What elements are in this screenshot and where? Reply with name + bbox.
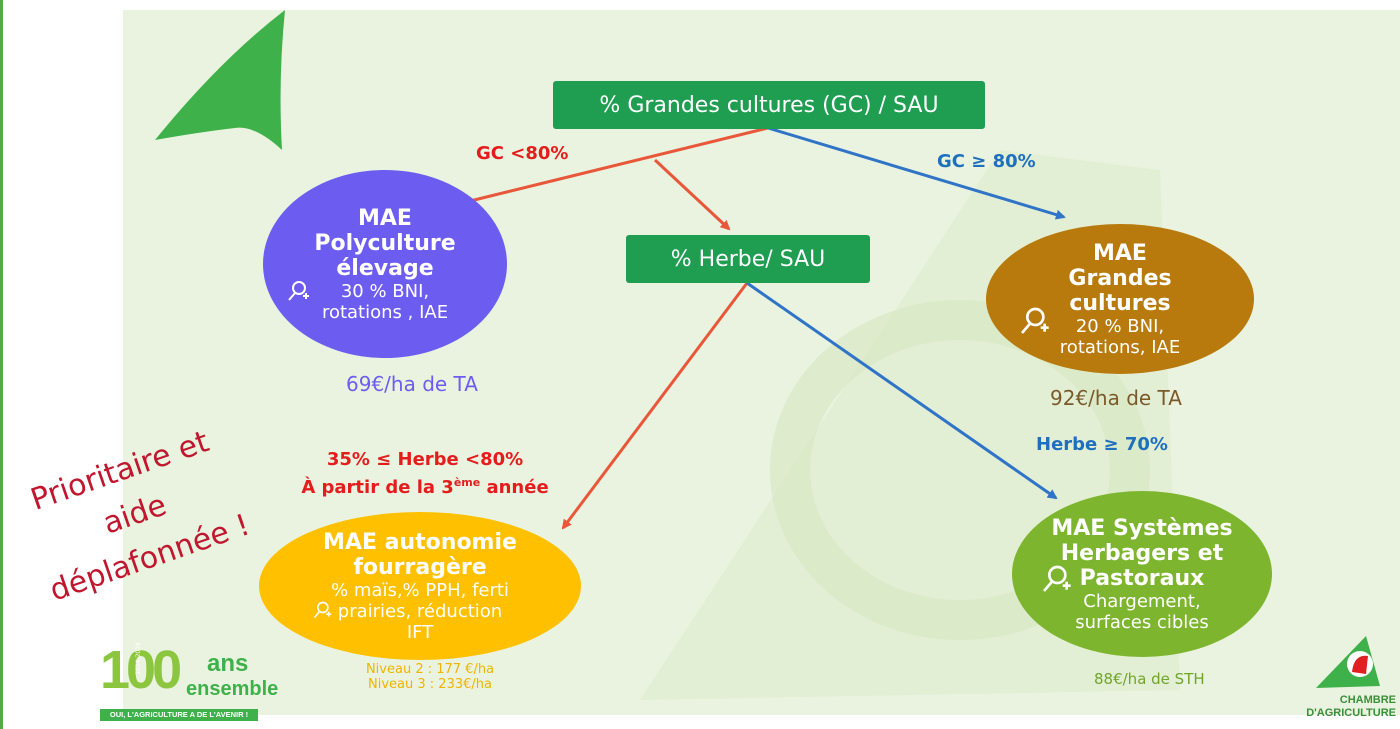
herbe-decision-box: % Herbe/ SAU xyxy=(626,235,870,283)
edge-label-gc-low: GC <80% xyxy=(476,143,569,164)
logo-years: 1924-2024 xyxy=(134,642,142,675)
autonomie-detail-2: prairies, réduction xyxy=(337,600,503,622)
chambre-logo-icon xyxy=(1316,636,1380,688)
search-plus-icon xyxy=(1042,565,1071,592)
arrow-gc-to-polyculture xyxy=(460,126,769,206)
prioritaire-stamp: Prioritaire et aide déplafonnée ! xyxy=(0,406,285,624)
root-decision-box: % Grandes cultures (GC) / SAU xyxy=(553,81,985,129)
autonomie-title-1: MAE autonomie xyxy=(323,529,517,555)
arrow-herbe-to-autonomie xyxy=(561,282,749,530)
stamp-wrapper: Prioritaire et aide déplafonnée ! xyxy=(0,424,270,608)
node-autonomie-fourragere: MAE autonomie fourragère % maïs,% PPH, f… xyxy=(259,512,581,660)
polyculture-detail-1: 30 % BNI, xyxy=(340,280,430,302)
price-autonomie-niveau3: Niveau 3 : 233€/ha xyxy=(368,677,492,692)
polyculture-title-2: Polyculture xyxy=(314,230,456,256)
edge-label-gc-high: GC ≥ 80% xyxy=(937,151,1036,172)
grandes-cultures-detail-1: 20 % BNI, xyxy=(1075,315,1165,337)
arrow-gc-to-herbe xyxy=(653,158,731,231)
search-plus-icon xyxy=(313,601,332,619)
herbagers-title-1: MAE Systèmes xyxy=(1051,515,1233,541)
logo-ans: ans xyxy=(207,650,249,677)
herbagers-title-3: Pastoraux xyxy=(1079,565,1205,591)
leaf-logo-icon xyxy=(155,10,285,150)
price-herbagers: 88€/ha de STH xyxy=(1094,670,1205,688)
edge-label-herbe-mid: 35% ≤ Herbe <80% À partir de la 3ème ann… xyxy=(280,448,570,499)
node-systemes-herbagers: MAE Systèmes Herbagers et Pastoraux Char… xyxy=(1012,491,1272,657)
root-decision-label: % Grandes cultures (GC) / SAU xyxy=(599,92,939,118)
arrow-herbe-to-herbagers xyxy=(746,281,1058,500)
autonomie-title-2: fourragère xyxy=(353,554,487,580)
price-polyculture: 69€/ha de TA xyxy=(346,372,478,396)
grandes-cultures-detail-2: rotations, IAE xyxy=(1059,336,1181,358)
edge-label-herbe-high: Herbe ≥ 70% xyxy=(1036,434,1168,455)
search-plus-icon xyxy=(1020,307,1049,334)
price-autonomie: Niveau 2 : 177 €/ha Niveau 3 : 233€/ha xyxy=(340,662,520,692)
chambre-line2: D'AGRICULTURE xyxy=(1306,707,1396,719)
grandes-cultures-title-1: MAE xyxy=(1093,240,1147,266)
node-grandes-cultures: MAE Grandes cultures 20 % BNI, rotations… xyxy=(986,224,1254,374)
left-border xyxy=(0,0,3,729)
polyculture-title-1: MAE xyxy=(358,205,412,231)
polyculture-detail-2: rotations , IAE xyxy=(321,301,449,323)
herbagers-title-2: Herbagers et xyxy=(1060,540,1224,566)
logo-ensemble: ensemble xyxy=(186,678,279,700)
logo-100-ans: 100 1924-2024 ans ensemble OUI, L'AGRICU… xyxy=(100,640,278,725)
grandes-cultures-title-2: Grandes xyxy=(1068,265,1172,291)
herbe-decision-label: % Herbe/ SAU xyxy=(670,246,826,272)
herbagers-detail-2: surfaces cibles xyxy=(1075,611,1209,633)
edge-label-herbe-mid-line2: À partir de la 3ème année xyxy=(301,476,549,498)
search-plus-icon xyxy=(288,281,309,301)
price-grandes-cultures: 92€/ha de TA xyxy=(1050,386,1182,410)
node-polyculture-elevage: MAE Polyculture élevage 30 % BNI, rotati… xyxy=(263,170,507,358)
logo-tagline: OUI, L'AGRICULTURE A DE L'AVENIR ! xyxy=(100,709,258,721)
logo-100-number: 100 xyxy=(100,640,182,700)
chambre-line1: CHAMBRE xyxy=(1339,694,1396,706)
polyculture-title-3: élevage xyxy=(336,255,434,281)
herbagers-detail-1: Chargement, xyxy=(1083,590,1201,612)
arrow-gc-to-grandes-cultures xyxy=(767,126,1066,220)
edge-label-herbe-mid-line1: 35% ≤ Herbe <80% xyxy=(326,449,524,470)
autonomie-detail-1: % maïs,% PPH, ferti xyxy=(331,579,509,601)
price-autonomie-niveau2: Niveau 2 : 177 €/ha xyxy=(365,662,495,677)
autonomie-detail-3: IFT xyxy=(406,621,434,643)
grandes-cultures-title-3: cultures xyxy=(1069,290,1171,316)
logo-chambre-agriculture: CHAMBRE D'AGRICULTURE xyxy=(1296,628,1400,729)
